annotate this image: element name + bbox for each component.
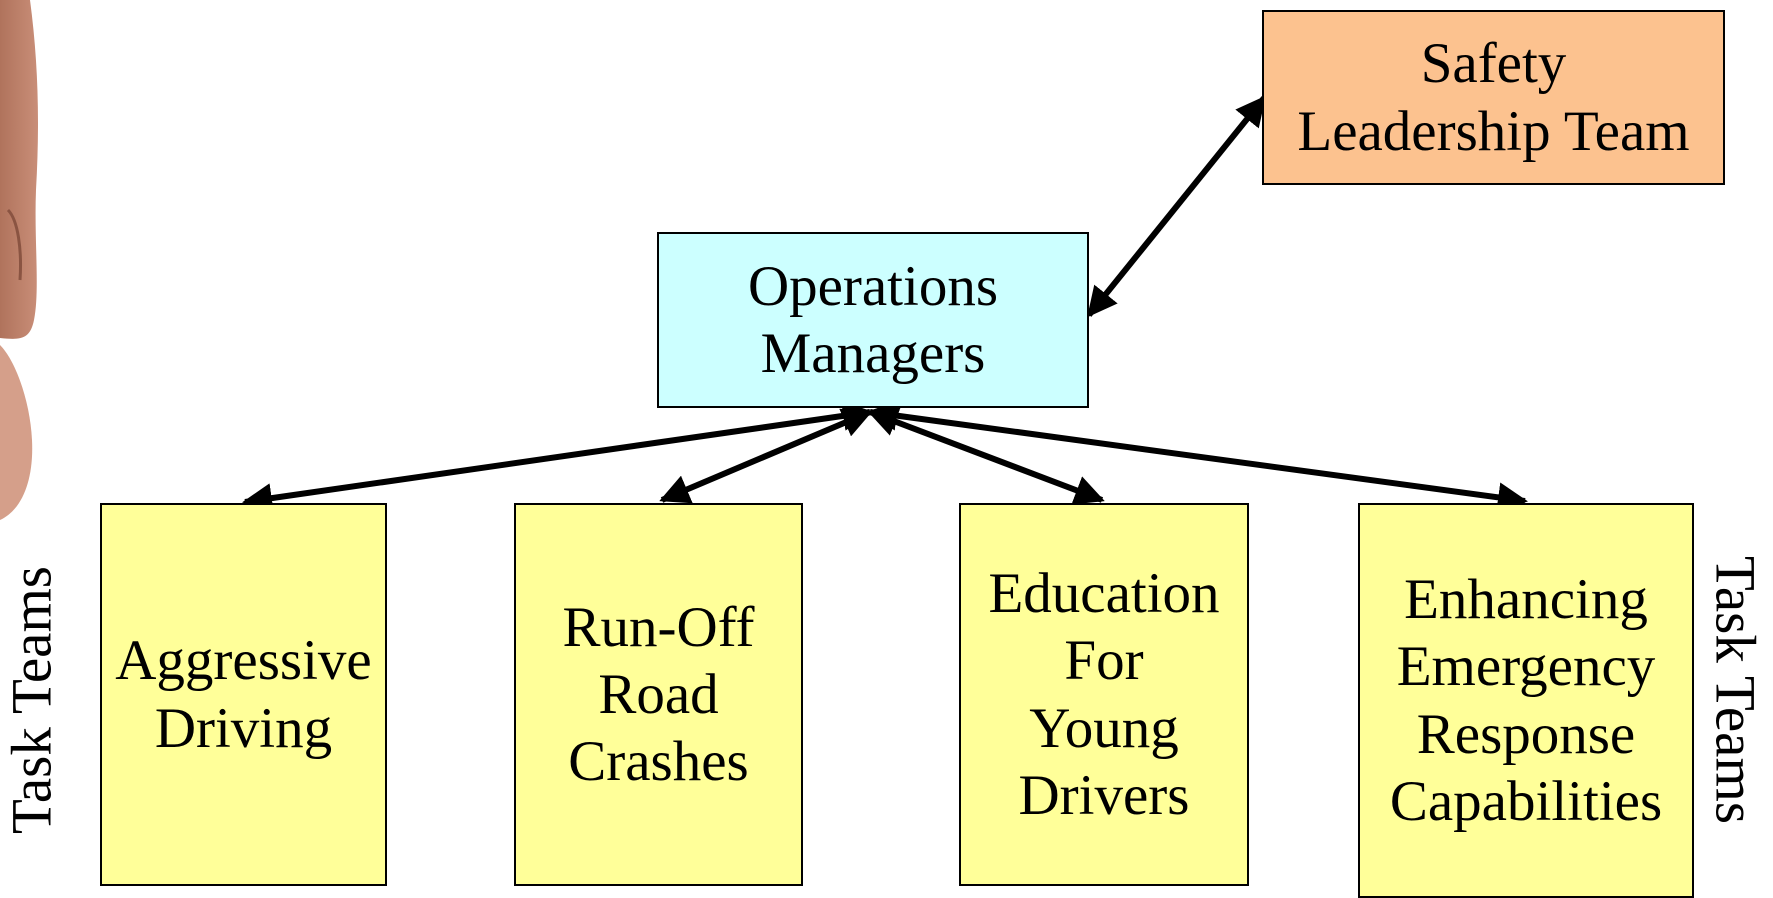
arrow-operations-runoff [659, 408, 873, 504]
task-teams-label-left: Task Teams [0, 566, 64, 834]
task-run-off-road-crashes-box: Run-Off Road Crashes [514, 503, 803, 886]
task-education-young-drivers-box: Education For Young Drivers [959, 503, 1249, 886]
arrow-operations-aggressive [242, 401, 873, 513]
task-teams-label-right: Task Teams [1703, 556, 1767, 824]
safety-leadership-team-box: Safety Leadership Team [1262, 10, 1725, 185]
task-emergency-response-box: Enhancing Emergency Response Capabilitie… [1358, 503, 1694, 898]
arrow-operations-emergency [867, 400, 1528, 513]
operations-managers-box: Operations Managers [657, 232, 1089, 408]
task-aggressive-driving-box: Aggressive Driving [100, 503, 387, 886]
hand-photo-fragment [0, 0, 38, 520]
arrow-operations-safety [1086, 95, 1267, 318]
